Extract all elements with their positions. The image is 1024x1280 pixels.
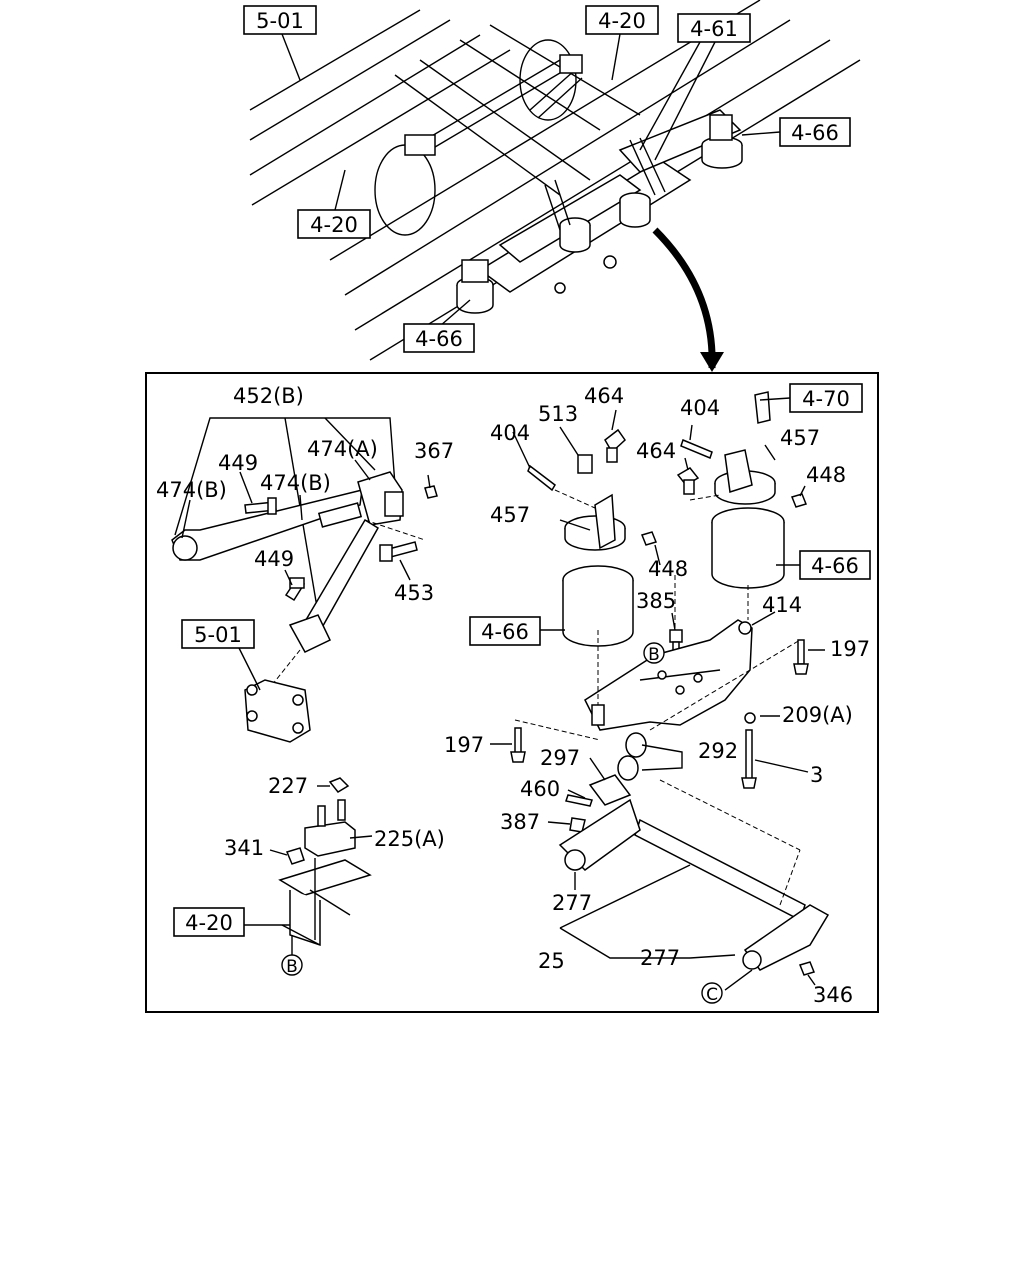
label-457-left: 457 (490, 503, 530, 527)
label-464-top: 464 (584, 384, 624, 408)
svg-text:4-61: 4-61 (690, 17, 738, 41)
label-297: 297 (540, 746, 580, 770)
svg-text:5-01: 5-01 (256, 9, 304, 33)
ref-box-4-61: 4-61 (677, 13, 751, 43)
label-448-right: 448 (806, 463, 846, 487)
label-277-left: 277 (552, 891, 592, 915)
label-3: 3 (810, 763, 823, 787)
label-404-left: 404 (490, 421, 530, 445)
svg-text:B: B (286, 957, 298, 977)
label-367: 367 (414, 439, 454, 463)
svg-text:B: B (648, 645, 660, 665)
label-197-right: 197 (830, 637, 870, 661)
label-453: 453 (394, 581, 434, 605)
svg-text:4-66: 4-66 (811, 554, 859, 578)
label-292: 292 (698, 739, 738, 763)
label-277-right: 277 (640, 946, 680, 970)
svg-text:4-20: 4-20 (185, 911, 233, 935)
ref-box-4-20-top: 4-20 (585, 5, 659, 35)
label-197-left: 197 (444, 733, 484, 757)
ref-box-4-66-bottom: 4-66 (403, 323, 475, 353)
svg-text:4-20: 4-20 (598, 9, 646, 33)
svg-text:5-01: 5-01 (194, 623, 242, 647)
ref-box-5-01-detail: 5-01 (181, 619, 255, 649)
svg-text:4-66: 4-66 (415, 327, 463, 351)
label-457-right: 457 (780, 426, 820, 450)
chassis-overview (249, 0, 861, 372)
label-513: 513 (538, 402, 578, 426)
ref-box-4-66-left: 4-66 (469, 616, 541, 646)
circle-marker-c: C (701, 982, 723, 1005)
label-209a: 209(A) (782, 703, 853, 727)
svg-text:4-66: 4-66 (481, 620, 529, 644)
ref-box-5-01-top: 5-01 (243, 5, 317, 35)
ref-box-4-66-right: 4-66 (799, 550, 871, 580)
circle-marker-b-right: B (643, 642, 665, 665)
ref-box-4-20-detail: 4-20 (173, 907, 245, 937)
label-464-mid: 464 (636, 439, 676, 463)
label-449-bottom: 449 (254, 547, 294, 571)
label-474a: 474(A) (307, 437, 378, 461)
part-labels: 452(B) 474(A) 367 449 474(B) 474(B) 449 … (156, 384, 870, 1007)
air-spring-assembly (490, 391, 830, 991)
svg-text:C: C (706, 985, 718, 1005)
label-460: 460 (520, 777, 560, 801)
label-346: 346 (813, 983, 853, 1007)
label-341: 341 (224, 836, 264, 860)
label-474b-mid: 474(B) (260, 471, 331, 495)
svg-text:4-66: 4-66 (791, 121, 839, 145)
label-449-top: 449 (218, 451, 258, 475)
ref-box-4-20-left: 4-20 (297, 209, 371, 239)
label-385: 385 (636, 589, 676, 613)
label-404-right: 404 (680, 396, 720, 420)
label-474b-left: 474(B) (156, 478, 227, 502)
label-25: 25 (538, 949, 565, 973)
stopper-bracket (243, 777, 373, 955)
circle-marker-b-left: B (281, 954, 303, 977)
label-225a: 225(A) (374, 827, 445, 851)
torque-rod-assembly (171, 417, 438, 743)
label-448-left: 448 (648, 557, 688, 581)
svg-text:4-70: 4-70 (802, 387, 850, 411)
label-387: 387 (500, 810, 540, 834)
ref-box-4-66-top-right: 4-66 (779, 117, 851, 147)
ref-box-4-70: 4-70 (789, 383, 863, 413)
svg-text:4-20: 4-20 (310, 213, 358, 237)
label-227: 227 (268, 774, 308, 798)
label-414: 414 (762, 593, 802, 617)
detail-frame (145, 372, 879, 1013)
label-452b: 452(B) (233, 384, 304, 408)
